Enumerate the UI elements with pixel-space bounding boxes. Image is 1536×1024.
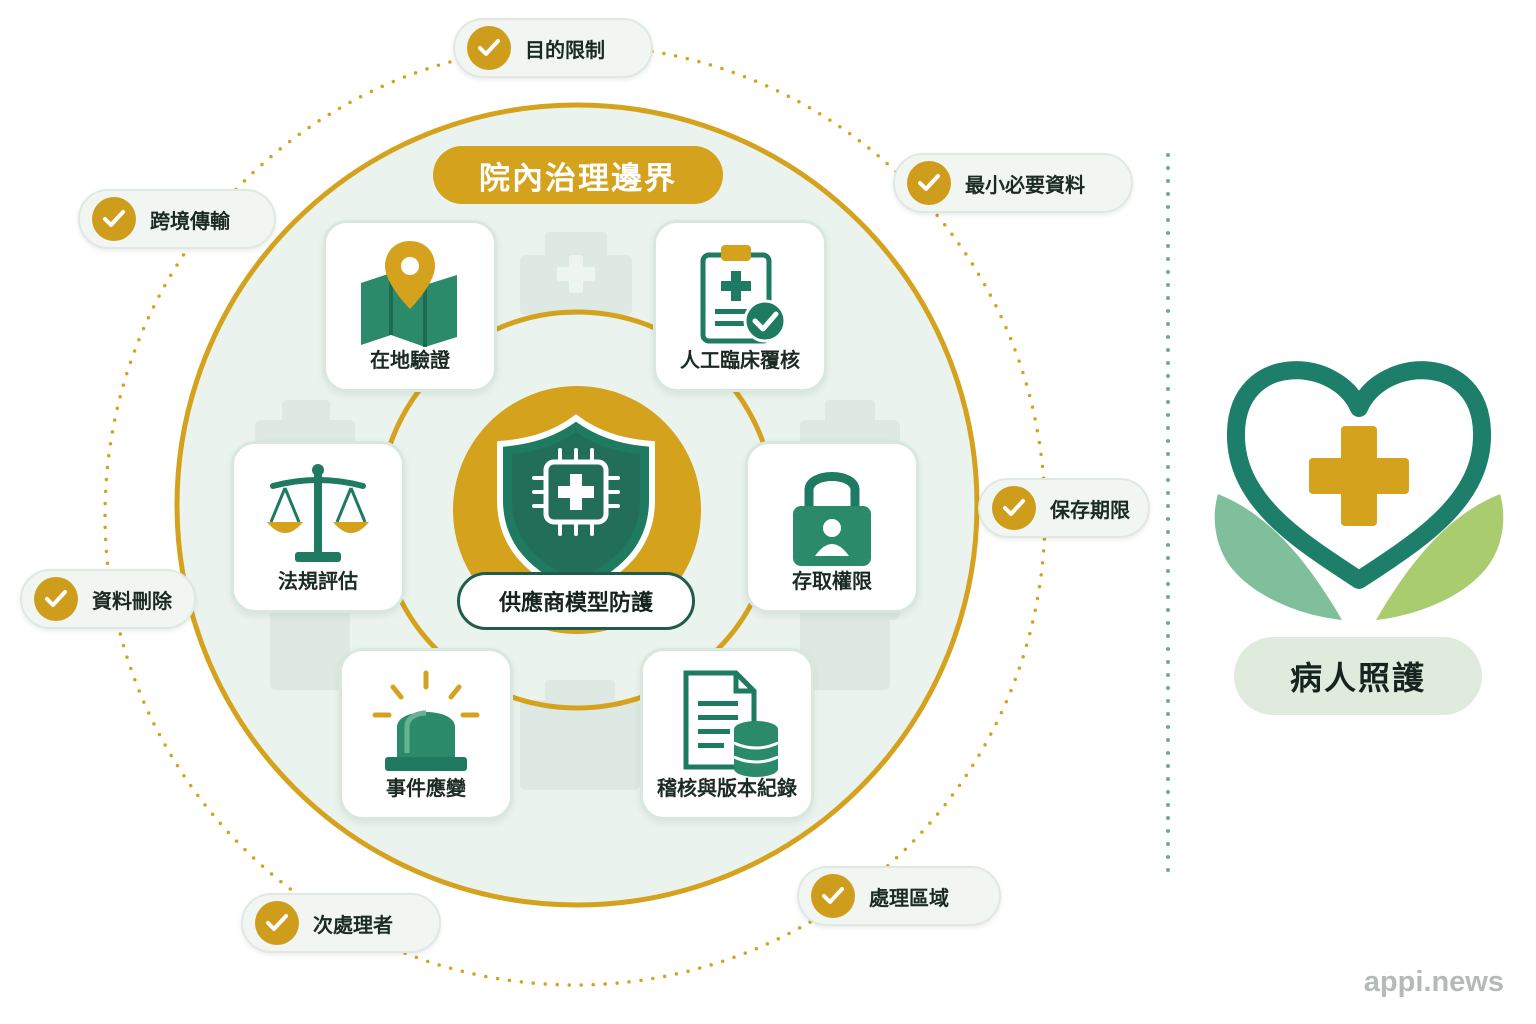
- module-label: 在地驗證: [370, 348, 450, 372]
- module-card-incident-response: 事件應變: [339, 648, 513, 820]
- check-icon: [92, 197, 136, 241]
- check-icon: [907, 161, 951, 205]
- check-icon: [467, 26, 511, 70]
- module-label: 事件應變: [386, 776, 466, 800]
- lock-user-icon: [748, 460, 916, 570]
- check-icon: [992, 486, 1036, 530]
- module-card-local-validation: 在地驗證: [323, 220, 497, 392]
- patient-care-label: 病人照護: [1234, 637, 1482, 715]
- module-card-clinical-review: 人工臨床覆核: [653, 220, 827, 392]
- checklist-item: 次處理者: [241, 893, 441, 953]
- module-label: 人工臨床覆核: [680, 348, 800, 372]
- map-pin-icon: [326, 239, 494, 349]
- checklist-label: 跨境傳輸: [150, 208, 230, 233]
- checklist-item: 資料刪除: [20, 569, 196, 629]
- checklist-label: 次處理者: [313, 912, 393, 937]
- scales-icon: [234, 460, 402, 570]
- module-label: 存取權限: [792, 569, 872, 593]
- checklist-label: 資料刪除: [92, 588, 172, 613]
- checklist-label: 處理區域: [869, 885, 949, 910]
- checklist-item: 最小必要資料: [893, 153, 1133, 213]
- check-icon: [34, 577, 78, 621]
- module-card-access-control: 存取權限: [745, 441, 919, 613]
- watermark: appi.news: [1363, 966, 1504, 998]
- checklist-label: 保存期限: [1050, 497, 1130, 522]
- alarm-light-icon: [342, 667, 510, 777]
- check-icon: [811, 874, 855, 918]
- core-label: 供應商模型防護: [457, 572, 695, 630]
- module-card-regulatory-assessment: 法規評估: [231, 441, 405, 613]
- boundary-title: 院內治理邊界: [433, 146, 723, 204]
- checklist-item: 保存期限: [978, 478, 1150, 538]
- checklist-item: 跨境傳輸: [78, 189, 276, 249]
- checklist-item: 處理區域: [797, 866, 1001, 926]
- checklist-label: 目的限制: [525, 37, 605, 62]
- document-database-icon: [643, 667, 811, 777]
- clipboard-check-icon: [656, 239, 824, 349]
- module-label: 稽核與版本紀錄: [657, 776, 797, 800]
- checklist-label: 最小必要資料: [965, 172, 1085, 197]
- module-label: 法規評估: [278, 569, 358, 593]
- checklist-item: 目的限制: [453, 18, 653, 78]
- check-icon: [255, 901, 299, 945]
- module-card-audit-versioning: 稽核與版本紀錄: [640, 648, 814, 820]
